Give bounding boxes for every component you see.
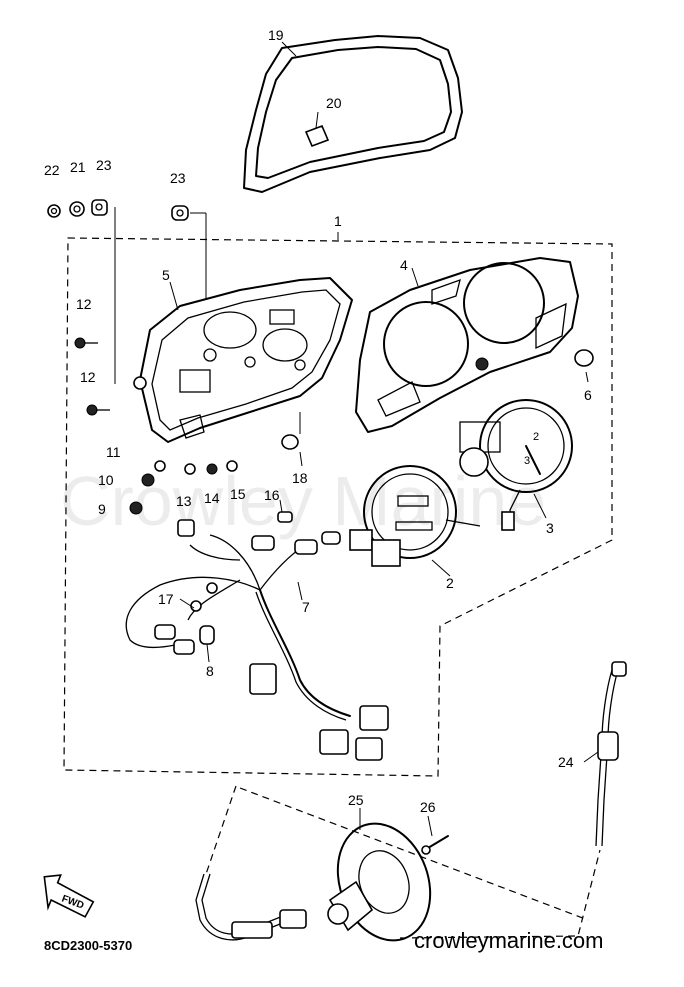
callout-11: 11 [106,444,121,460]
callout-14: 14 [204,490,220,506]
part-pin [421,835,449,855]
part-rear-case [139,277,353,443]
callout-10: 10 [98,472,114,488]
callout-4: 4 [400,257,408,273]
part-bulb [199,625,215,645]
part-bulb-socket [321,531,341,545]
part-indicator-lens [574,349,594,367]
assembly-boundary [63,237,613,777]
callout-12-lower: 12 [80,369,96,385]
part-panel-grommet [475,357,489,371]
part-tachometer: 2 3 [459,399,573,531]
callout-21: 21 [70,159,86,175]
callout-7: 7 [302,599,310,615]
part-speedometer [349,465,481,567]
drawing-code: 8CD2300-5370 [44,938,132,953]
callout-17: 17 [158,591,174,607]
callout-9: 9 [98,501,106,517]
part-rubber-pad [304,124,330,148]
callout-16: 16 [264,487,280,503]
callout-8: 8 [206,663,214,679]
part-nuts-top-left [47,199,189,221]
part-lower-cable [195,873,307,941]
watermark-text: Crowley Marine [60,462,546,540]
callout-24: 24 [558,754,574,770]
cable-routing-line-2 [239,787,589,921]
svg-text:3: 3 [524,455,530,467]
callout-19: 19 [268,27,284,43]
part-front-panel [355,257,579,433]
website-label: crowleymarine.com [414,928,604,953]
callout-18: 18 [292,470,308,486]
callout-5: 5 [162,267,170,283]
part-visor-frame [243,35,463,193]
callout-15: 15 [230,486,246,502]
callout-6: 6 [584,387,592,403]
svg-text:2: 2 [533,431,539,443]
callout-23-right: 23 [170,170,186,186]
callout-23-left: 23 [96,157,112,173]
callout-13: 13 [176,493,192,509]
callout-1: 1 [334,213,342,229]
leader-lines [114,41,599,837]
fwd-direction-arrow: FWD [43,874,95,918]
callout-20: 20 [326,95,342,111]
callout-26: 26 [420,799,436,815]
callout-3: 3 [546,520,554,536]
part-speedometer-cable [595,661,627,847]
part-wire-harness [125,519,389,761]
callout-25: 25 [348,792,364,808]
callout-2: 2 [446,575,454,591]
cable-routing-line [205,785,237,875]
callout-22: 22 [44,162,60,178]
callout-12-upper: 12 [76,296,92,312]
part-fasteners-left [74,337,299,523]
callout-labels: 1 2 3 4 5 6 7 8 9 10 11 12 12 13 14 15 1… [44,27,592,815]
